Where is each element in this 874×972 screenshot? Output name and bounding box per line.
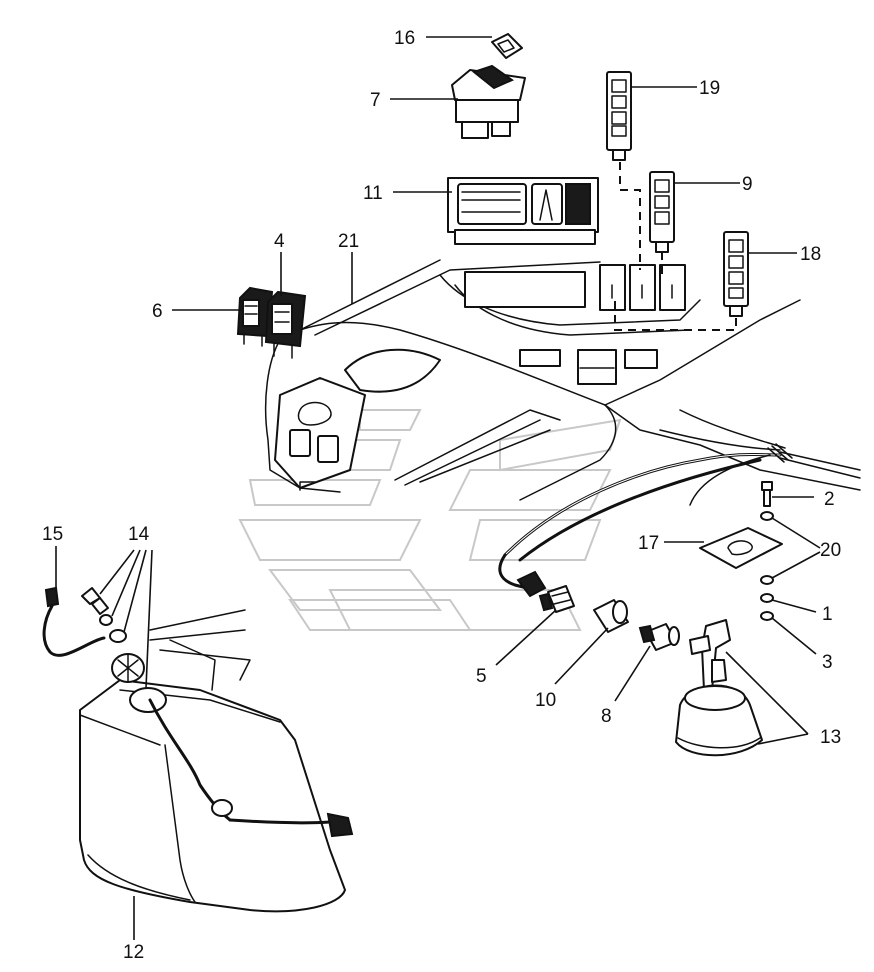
part-17-gasket-plate xyxy=(699,527,783,569)
callout-19: 19 xyxy=(699,78,720,99)
part-12-fuel-tank xyxy=(79,653,354,913)
callout-1: 1 xyxy=(822,604,833,625)
callout-10: 10 xyxy=(535,690,556,711)
part-7-rocker-switch xyxy=(451,64,526,139)
callout-5: 5 xyxy=(476,666,487,687)
part-5-adapter xyxy=(538,585,575,613)
part-14-fasteners xyxy=(81,587,127,643)
callout-13: 13 xyxy=(820,727,841,748)
part-16-switch-cap xyxy=(491,33,523,59)
callout-12: 12 xyxy=(123,942,144,963)
callout-17: 17 xyxy=(638,533,659,554)
callouts: 1 2 3 4 5 6 7 8 9 10 11 12 13 14 15 16 1… xyxy=(42,28,841,963)
callout-21: 21 xyxy=(338,231,359,252)
callout-18: 18 xyxy=(800,244,821,265)
part-9-switch-module xyxy=(649,171,675,253)
switch-dashed-guides xyxy=(614,162,737,331)
callout-11: 11 xyxy=(363,183,383,204)
callout-20: 20 xyxy=(820,540,841,561)
part-6-switch xyxy=(236,286,274,347)
part-1-washer xyxy=(760,593,774,603)
part-15-sensor-lead xyxy=(42,586,106,657)
leader-lines xyxy=(55,36,821,940)
part-13-tee-fitting-and-filter xyxy=(675,619,763,757)
callout-2: 2 xyxy=(824,489,835,510)
callout-7: 7 xyxy=(370,90,381,111)
wiring-harness xyxy=(498,409,861,598)
part-19-switch-module xyxy=(606,71,632,161)
callout-6: 6 xyxy=(152,301,163,322)
part-20-washers xyxy=(760,511,774,585)
part-3-nut xyxy=(760,611,774,621)
part-11-instrument-cluster xyxy=(447,177,599,245)
dashboard-panel xyxy=(264,259,861,501)
part-10-coupling xyxy=(593,599,629,633)
part-18-switch-module xyxy=(723,231,749,317)
part-8-sensor xyxy=(638,623,680,651)
part-4-switch xyxy=(264,290,307,359)
callout-4: 4 xyxy=(274,231,285,252)
callout-15: 15 xyxy=(42,524,63,545)
frame-bracket xyxy=(149,609,251,691)
callout-8: 8 xyxy=(601,706,612,727)
callout-14: 14 xyxy=(128,524,150,545)
callout-3: 3 xyxy=(822,652,833,673)
part-2-screw xyxy=(761,481,773,507)
callout-9: 9 xyxy=(742,174,753,195)
callout-16: 16 xyxy=(394,28,415,49)
